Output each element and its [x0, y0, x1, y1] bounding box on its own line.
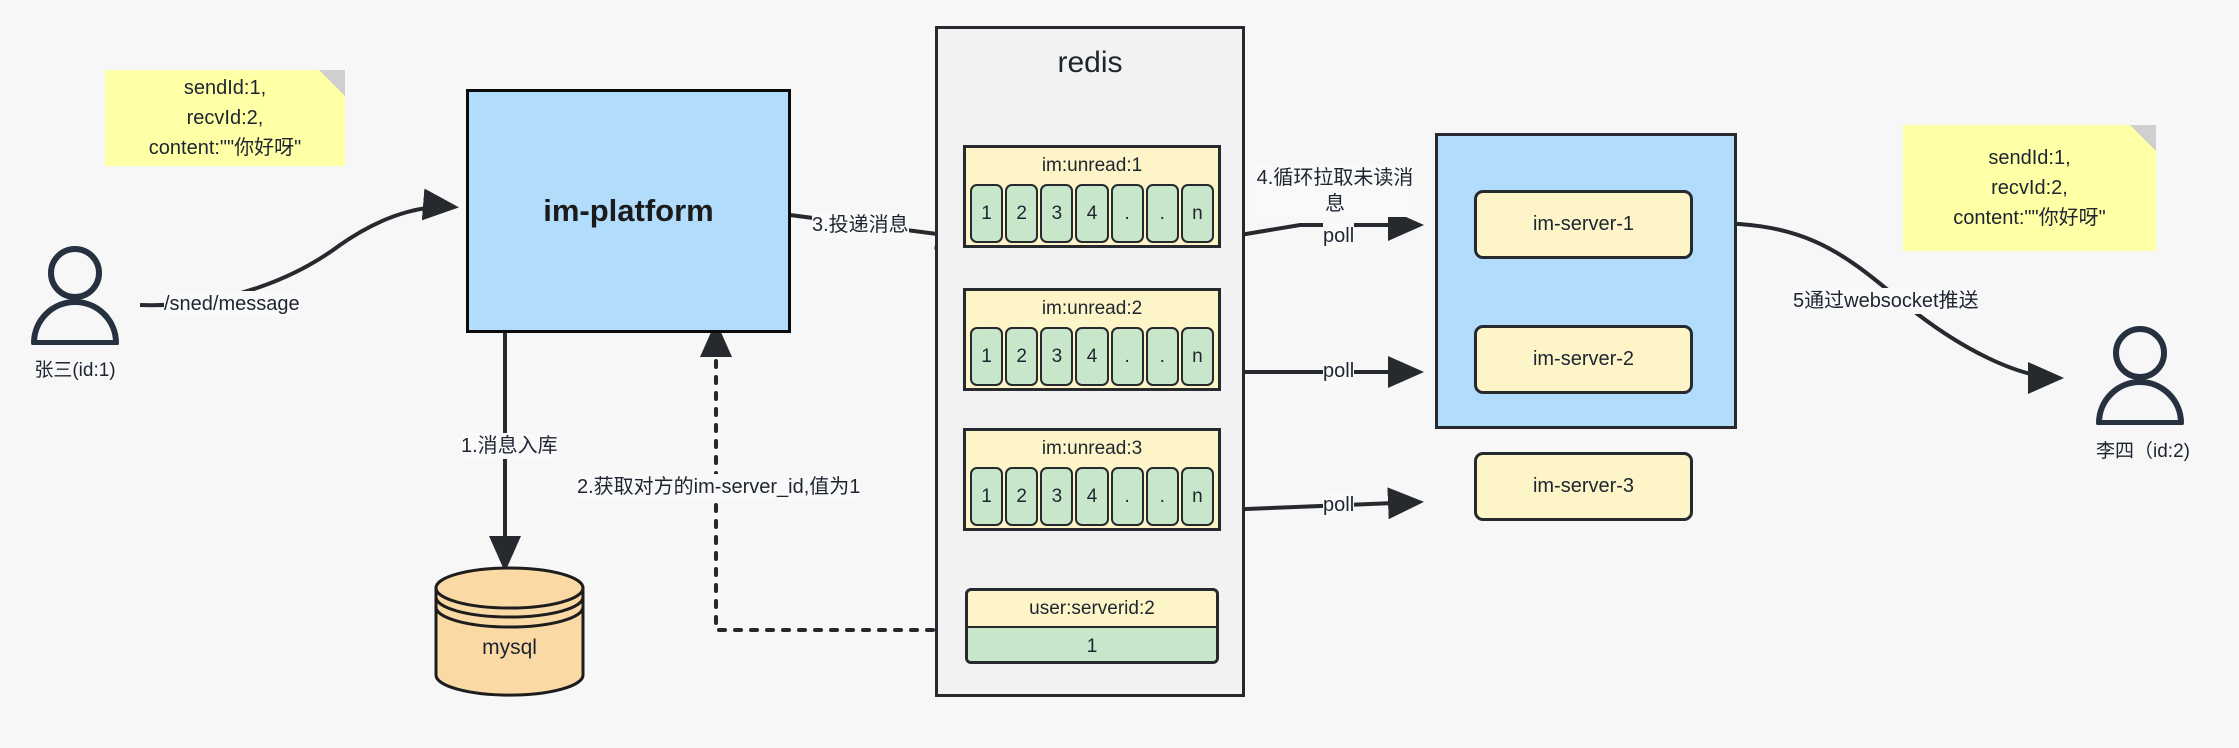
redis-list-im-unread-3[interactable]: im:unread:3 1 2 3 4 . . n	[963, 428, 1221, 531]
edge-label-poll-2: poll	[1323, 358, 1355, 384]
database-cylinder-icon: mysql	[434, 566, 585, 697]
note-fold-icon	[319, 70, 345, 96]
edge-label-poll-3: poll	[1323, 492, 1355, 518]
redis-cell: 2	[1005, 467, 1039, 526]
im-server-3-label: im-server-3	[1532, 475, 1635, 497]
redis-cell: .	[1145, 184, 1179, 243]
edge-label-send-message: /sned/message	[164, 291, 300, 317]
im-platform-box[interactable]: im-platform	[466, 89, 791, 333]
im-platform-label: im-platform	[543, 193, 714, 228]
redis-cell: n	[1180, 327, 1214, 386]
note-receiver-payload: sendId:1, recvId:2, content:""你好呀"	[1903, 125, 2156, 251]
redis-cell: 1	[970, 467, 1004, 526]
redis-cell: .	[1110, 327, 1144, 386]
redis-cell: 4	[1075, 184, 1109, 243]
redis-list-im-unread-1[interactable]: im:unread:1 1 2 3 4 . . n	[963, 145, 1221, 248]
redis-title: redis	[1057, 46, 1123, 79]
user-icon	[2096, 326, 2184, 426]
note-sender-text: sendId:1, recvId:2, content:""你好呀"	[148, 77, 302, 159]
redis-cell: 4	[1075, 467, 1109, 526]
redis-cell: .	[1145, 327, 1179, 386]
redis-list-im-unread-2[interactable]: im:unread:2 1 2 3 4 . . n	[963, 288, 1221, 391]
note-fold-icon	[2130, 125, 2156, 151]
edge-label-step1: 1.消息入库	[461, 433, 558, 459]
redis-kv-value: 1	[968, 626, 1216, 661]
redis-list-key-2: im:unread:2	[1041, 298, 1143, 319]
redis-list-key-3: im:unread:3	[1041, 438, 1143, 459]
im-server-1-label: im-server-1	[1532, 213, 1635, 235]
note-receiver-text: sendId:1, recvId:2, content:""你好呀"	[1953, 147, 2106, 229]
redis-cell: 3	[1040, 327, 1074, 386]
redis-list-key-1: im:unread:1	[1041, 155, 1143, 176]
edge-label-step3: 3.投递消息	[812, 212, 909, 238]
person-receiver-label: 李四（id:2)	[2096, 441, 2190, 462]
redis-list-cells-3: 1 2 3 4 . . n	[966, 467, 1218, 529]
redis-cell: 3	[1040, 184, 1074, 243]
redis-kv-user-serverid[interactable]: user:serverid:2 1	[965, 588, 1219, 664]
redis-cell: 3	[1040, 467, 1074, 526]
im-server-2-label: im-server-2	[1532, 348, 1635, 370]
mysql-label: mysql	[482, 636, 537, 659]
redis-cell: 1	[970, 184, 1004, 243]
edge-label-step5: 5通过websocket推送	[1793, 288, 1979, 314]
mysql-database[interactable]: mysql	[432, 566, 587, 697]
person-sender	[28, 245, 123, 346]
user-icon	[31, 246, 119, 346]
note-sender-payload: sendId:1, recvId:2, content:""你好呀"	[105, 70, 345, 166]
redis-cell: n	[1180, 184, 1214, 243]
redis-cell: 1	[970, 327, 1004, 386]
redis-cell: .	[1110, 467, 1144, 526]
edge-label-step4: 4.循环拉取未读消 息	[1255, 165, 1415, 217]
im-server-2-box[interactable]: im-server-2	[1474, 325, 1693, 394]
redis-list-cells-2: 1 2 3 4 . . n	[966, 327, 1218, 389]
edge-label-poll-1: poll	[1323, 223, 1355, 249]
redis-cell: .	[1145, 467, 1179, 526]
redis-list-cells-1: 1 2 3 4 . . n	[966, 184, 1218, 246]
redis-cell: 2	[1005, 327, 1039, 386]
im-server-3-box[interactable]: im-server-3	[1474, 452, 1693, 521]
person-sender-label: 张三(id:1)	[34, 360, 116, 381]
im-server-1-box[interactable]: im-server-1	[1474, 190, 1693, 259]
redis-cell: .	[1110, 184, 1144, 243]
redis-cell: n	[1180, 467, 1214, 526]
redis-kv-key: user:serverid:2	[1029, 598, 1155, 619]
person-receiver	[2093, 325, 2188, 426]
edge-label-step2: 2.获取对方的im-server_id,值为1	[577, 474, 861, 500]
redis-cell: 4	[1075, 327, 1109, 386]
redis-cell: 2	[1005, 184, 1039, 243]
